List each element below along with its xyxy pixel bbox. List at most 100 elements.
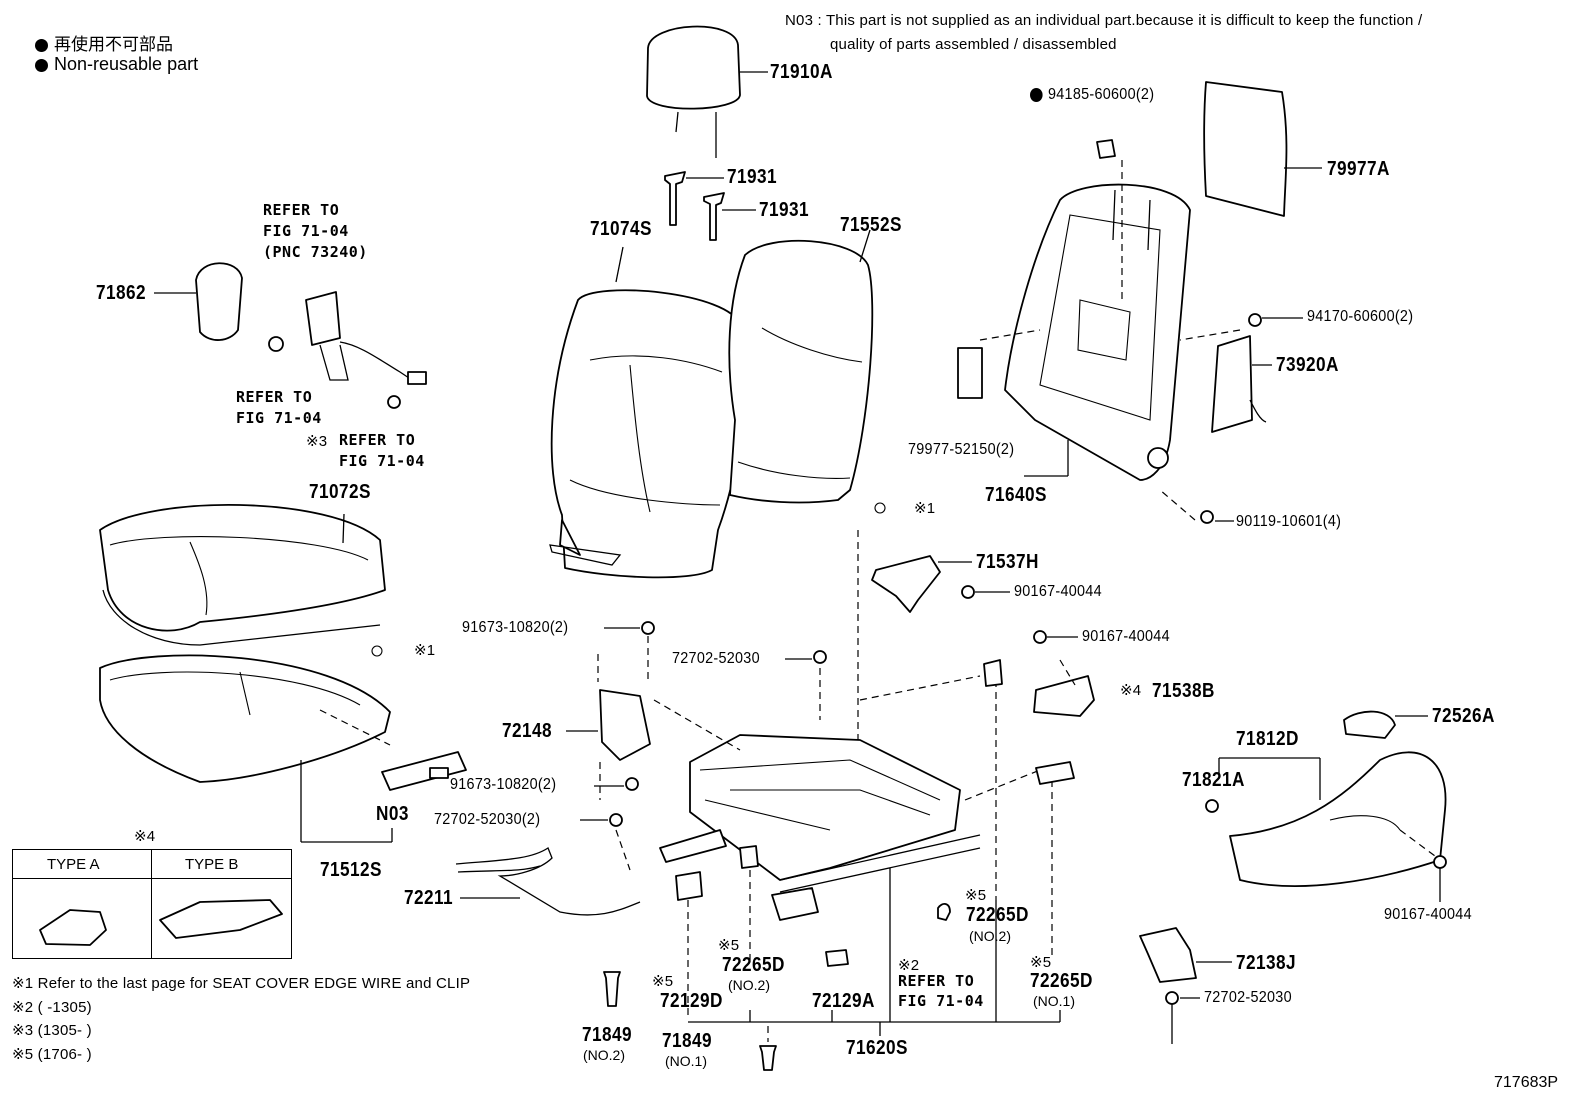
label-72265D-mid-sub: (NO.2) bbox=[969, 928, 1011, 944]
footnote-3: ※3 (1305- ) bbox=[12, 1022, 92, 1039]
n03-note-line1: N03 : This part is not supplied as an in… bbox=[785, 12, 1423, 29]
label-90167-40044-lower[interactable]: 90167-40044 bbox=[1384, 906, 1472, 923]
label-72129D[interactable]: 72129D bbox=[660, 990, 723, 1012]
label-71074S[interactable]: 71074S bbox=[590, 218, 652, 240]
label-73920A[interactable]: 73920A bbox=[1276, 354, 1339, 376]
label-71812D[interactable]: 71812D bbox=[1236, 728, 1299, 750]
label-72526A[interactable]: 72526A bbox=[1432, 705, 1495, 727]
type-table: TYPE A TYPE B bbox=[12, 849, 292, 959]
footnote-1: ※1 Refer to the last page for SEAT COVER… bbox=[12, 975, 471, 992]
n03-note-line2: quality of parts assembled / disassemble… bbox=[830, 36, 1117, 53]
label-N03[interactable]: N03 bbox=[376, 803, 409, 825]
label-71538B[interactable]: 71538B bbox=[1152, 680, 1215, 702]
ref-3-line1[interactable]: REFER TO bbox=[339, 431, 416, 449]
cover-71538b-shape bbox=[1033, 630, 1095, 717]
label-72265D-mid[interactable]: 72265D bbox=[966, 904, 1029, 926]
seatback-pad-shape bbox=[728, 229, 874, 504]
label-72702-52030-right[interactable]: 72702-52030 bbox=[1204, 989, 1292, 1006]
cover-71537h-shape bbox=[857, 530, 1010, 780]
label-72702-52030-left[interactable]: 72702-52030(2) bbox=[434, 811, 541, 828]
knob-72526a-shape bbox=[1343, 710, 1428, 739]
type-a-shape bbox=[39, 909, 107, 946]
mark-4: ※4 bbox=[134, 828, 156, 845]
type-table-header bbox=[13, 850, 291, 879]
label-72148[interactable]: 72148 bbox=[502, 720, 552, 742]
label-71931-a[interactable]: 71931 bbox=[727, 166, 777, 188]
legend-jp: 再使用不可部品 bbox=[35, 30, 173, 55]
label-71931-b[interactable]: 71931 bbox=[759, 199, 809, 221]
bracket-72148-shape bbox=[566, 621, 655, 800]
ref-3-line2[interactable]: FIG 71-04 bbox=[339, 452, 425, 470]
pins-71849-shape bbox=[603, 971, 777, 1071]
shield-71812d-shape bbox=[1205, 751, 1447, 887]
clip-mark-2 bbox=[874, 502, 886, 514]
cushion-cover-shape bbox=[99, 504, 386, 646]
label-91673-10820-upper[interactable]: 91673-10820(2) bbox=[462, 619, 569, 636]
label-72702-52030-upper[interactable]: 72702-52030 bbox=[672, 650, 760, 667]
ref-1-line2[interactable]: FIG 71-04 bbox=[263, 222, 349, 240]
rail-parts-shape bbox=[659, 659, 1075, 1020]
label-72265D-left[interactable]: 72265D bbox=[722, 954, 785, 976]
clip-94185-shape bbox=[1096, 139, 1116, 159]
label-71072S[interactable]: 71072S bbox=[309, 481, 371, 503]
mark-2: ※2 bbox=[898, 957, 920, 974]
cover-72138j-shape bbox=[1139, 927, 1232, 1044]
bullet-icon bbox=[35, 39, 48, 53]
ref-4-line2[interactable]: FIG 71-04 bbox=[898, 992, 984, 1010]
footnote-2: ※2 ( -1305) bbox=[12, 999, 92, 1016]
label-72138J[interactable]: 72138J bbox=[1236, 952, 1296, 974]
cushion-pad-shape bbox=[99, 654, 393, 843]
mark-5c: ※5 bbox=[965, 887, 987, 904]
ref-2-line2[interactable]: FIG 71-04 bbox=[236, 409, 322, 427]
label-71862[interactable]: 71862 bbox=[96, 282, 146, 304]
label-71849-no1-sub: (NO.1) bbox=[665, 1053, 707, 1069]
bullet-icon bbox=[1030, 87, 1043, 102]
label-71640S[interactable]: 71640S bbox=[985, 484, 1047, 506]
screw-90167-lower-shape bbox=[1399, 829, 1447, 902]
label-90167-40044-upper[interactable]: 90167-40044 bbox=[1014, 583, 1102, 600]
clip-mark-1 bbox=[371, 645, 383, 657]
type-b-heading: TYPE B bbox=[185, 856, 239, 873]
bracket-lines-71620s bbox=[688, 868, 1061, 1036]
label-79977A[interactable]: 79977A bbox=[1327, 158, 1390, 180]
label-72211[interactable]: 72211 bbox=[404, 887, 454, 909]
wire-72211-shape bbox=[455, 847, 641, 916]
label-71821A[interactable]: 71821A bbox=[1182, 769, 1245, 791]
label-71849-no2[interactable]: 71849 bbox=[582, 1024, 632, 1046]
label-71849-no1[interactable]: 71849 bbox=[662, 1030, 712, 1052]
seat-adjuster-shape bbox=[653, 675, 1041, 921]
ref-1-line1[interactable]: REFER TO bbox=[263, 201, 340, 219]
screws-72702-shape bbox=[580, 650, 827, 871]
label-71910A[interactable]: 71910A bbox=[770, 61, 833, 83]
type-table-divider bbox=[151, 850, 152, 958]
label-72129A[interactable]: 72129A bbox=[812, 990, 875, 1012]
bullet-icon bbox=[35, 58, 48, 72]
label-71620S[interactable]: 71620S bbox=[846, 1037, 908, 1059]
label-71512S[interactable]: 71512S bbox=[320, 859, 382, 881]
ref-1-line3[interactable]: (PNC 73240) bbox=[263, 243, 368, 261]
footnote-5: ※5 (1706- ) bbox=[12, 1046, 92, 1063]
mark-3: ※3 bbox=[306, 433, 328, 450]
label-91673-10820-lower[interactable]: 91673-10820(2) bbox=[450, 776, 557, 793]
label-90167-40044-mid[interactable]: 90167-40044 bbox=[1082, 628, 1170, 645]
label-71849-no2-sub: (NO.2) bbox=[583, 1047, 625, 1063]
ref-2-line1[interactable]: REFER TO bbox=[236, 388, 313, 406]
pad-79977a-shape bbox=[1203, 81, 1322, 217]
label-79977-52150[interactable]: 79977-52150(2) bbox=[908, 441, 1015, 458]
bolt-90119-shape bbox=[1200, 510, 1234, 524]
mark-4b: ※4 bbox=[1120, 682, 1142, 699]
drawing-number: 717683P bbox=[1494, 1074, 1559, 1091]
label-94185-60600[interactable]: 94185-60600(2) bbox=[1030, 86, 1154, 104]
label-72265D-right[interactable]: 72265D bbox=[1030, 970, 1093, 992]
mark-5d: ※5 bbox=[1030, 954, 1052, 971]
label-90119-10601[interactable]: 90119-10601(4) bbox=[1236, 513, 1342, 530]
label-71537H[interactable]: 71537H bbox=[976, 551, 1039, 573]
label-94170-60600[interactable]: 94170-60600(2) bbox=[1307, 308, 1414, 325]
ref-4-line1[interactable]: REFER TO bbox=[898, 972, 975, 990]
airbag-73920a-shape bbox=[1211, 313, 1303, 433]
mark-1b: ※1 bbox=[914, 500, 936, 517]
label-71552S[interactable]: 71552S bbox=[840, 214, 902, 236]
type-b-shape bbox=[159, 899, 283, 939]
